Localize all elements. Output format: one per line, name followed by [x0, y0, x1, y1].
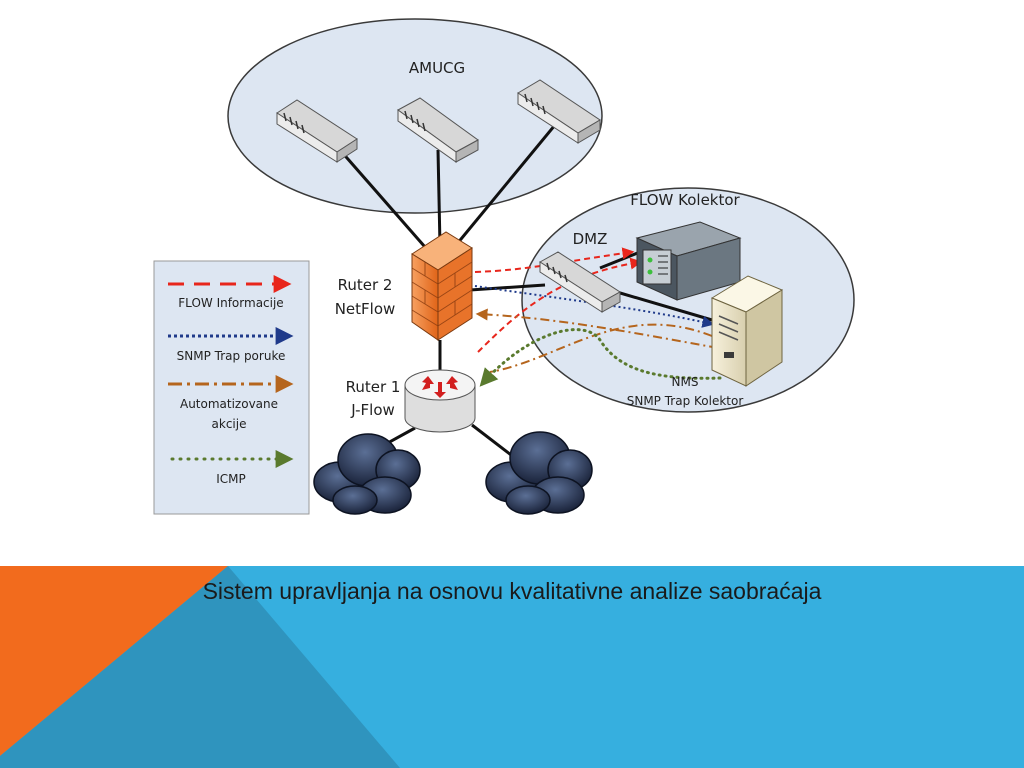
amucg-switch-3: [517, 79, 601, 144]
router-icon: [404, 369, 476, 433]
amucg-label: AMUCG: [409, 59, 465, 77]
ruter1-label: Ruter 1: [346, 378, 401, 396]
cloud-icon: [313, 433, 421, 515]
legend-icmp-label: ICMP: [216, 472, 246, 486]
footer-banner: Sistem upravljanja na osnovu kvalitativn…: [0, 566, 1024, 768]
dmz-switch: [539, 251, 621, 313]
firewall-icon: [411, 231, 473, 341]
legend-auto-label: Automatizovane: [180, 397, 278, 411]
cloud-icon: [485, 431, 593, 515]
legend-flow-label: FLOW Informacije: [178, 296, 283, 310]
ruter2-label: Ruter 2: [338, 276, 393, 294]
legend: FLOW Informacije SNMP Trap poruke Automa…: [153, 260, 310, 515]
ruter1-sublabel: J-Flow: [350, 401, 395, 419]
amucg-switch-1: [276, 99, 358, 163]
legend-auto-sublabel: akcije: [212, 417, 247, 431]
protocol-flows: [474, 247, 722, 387]
nms-label: NMS: [672, 375, 699, 389]
legend-snmp-label: SNMP Trap poruke: [177, 349, 286, 363]
flow-kolektor-label: FLOW Kolektor: [630, 191, 740, 209]
flow-kolektor-server-icon: [635, 221, 742, 301]
nms-server-icon: [710, 275, 784, 387]
dmz-label: DMZ: [573, 230, 608, 248]
footer-background: [0, 566, 1024, 768]
ruter2-sublabel: NetFlow: [335, 300, 396, 318]
network-diagram: AMUCG FLOW Kolektor DMZ Ruter 2 NetFlow …: [153, 18, 855, 515]
amucg-switch-2: [397, 97, 479, 163]
nms-sublabel: SNMP Trap Kolektor: [627, 394, 744, 408]
caption-text: Sistem upravljanja na osnovu kvalitativn…: [202, 578, 822, 604]
